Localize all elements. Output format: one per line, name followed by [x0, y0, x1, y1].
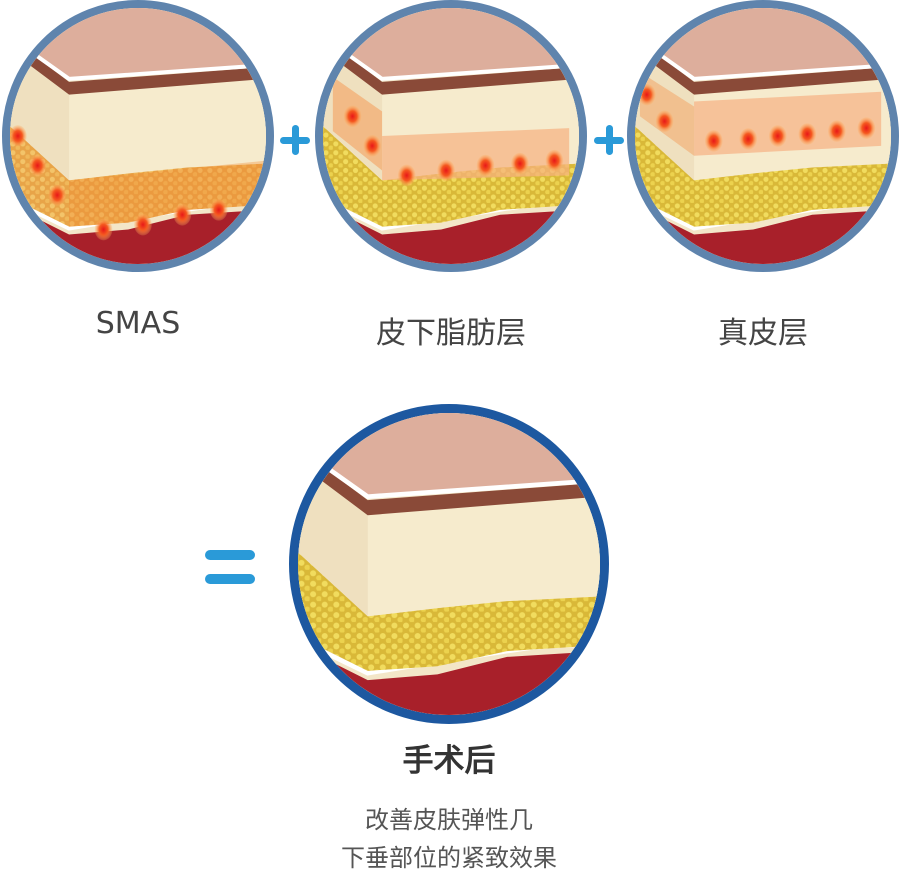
dermis-front [367, 482, 600, 617]
plus-icon [594, 125, 624, 155]
result-line-2: 下垂部位的紧致效果 [341, 844, 557, 872]
muscle-layer [10, 204, 266, 264]
energy-point [437, 159, 455, 182]
energy-point [768, 125, 787, 147]
result-title: 手术后 [402, 743, 496, 779]
muscle-layer [323, 204, 579, 264]
panel-label-dermis: 真皮层 [718, 316, 808, 351]
skin-surface [24, 8, 266, 79]
equals-icon [205, 548, 255, 586]
energy-point [739, 128, 758, 150]
skin-surface [337, 8, 579, 79]
fat-layer [635, 126, 891, 227]
energy-point [476, 154, 495, 177]
energy-point [397, 164, 416, 187]
muscle-layer [298, 645, 600, 715]
plus-icon [280, 125, 310, 155]
energy-point [637, 83, 656, 106]
energy-point [10, 125, 27, 147]
energy-point [94, 218, 113, 241]
energy-point [173, 203, 192, 226]
fat-layer [298, 552, 600, 671]
energy-point [857, 117, 876, 139]
energy-point [209, 199, 228, 221]
dermis-front [69, 67, 266, 181]
result-line-1: 改善皮肤弹性几 [365, 806, 533, 834]
panel-label-smas: SMAS [95, 306, 181, 341]
energy-point [511, 152, 529, 175]
dermis-layer-illustration [627, 0, 899, 272]
fat-layer [10, 126, 266, 227]
subcutaneous-fat-layer-illustration [315, 0, 587, 272]
energy-point [343, 105, 362, 128]
epidermis-band [29, 52, 266, 95]
muscle-layer [635, 204, 891, 264]
skin-surface [649, 8, 891, 79]
energy-point [798, 123, 817, 145]
epidermis-band [321, 465, 600, 516]
energy-point [134, 213, 152, 236]
energy-point [827, 120, 846, 142]
after-surgery-illustration [289, 404, 609, 724]
panel-label-fat: 皮下脂肪层 [376, 316, 526, 351]
energy-point [545, 149, 564, 172]
energy-point [704, 130, 723, 152]
energy-point [363, 135, 382, 157]
energy-point [28, 154, 47, 177]
energy-point [655, 110, 674, 133]
skin-surface [315, 413, 600, 497]
energy-point [48, 184, 67, 206]
smas-layer-illustration [2, 0, 274, 272]
epidermis-band [654, 52, 891, 95]
epidermis-band [342, 52, 579, 95]
